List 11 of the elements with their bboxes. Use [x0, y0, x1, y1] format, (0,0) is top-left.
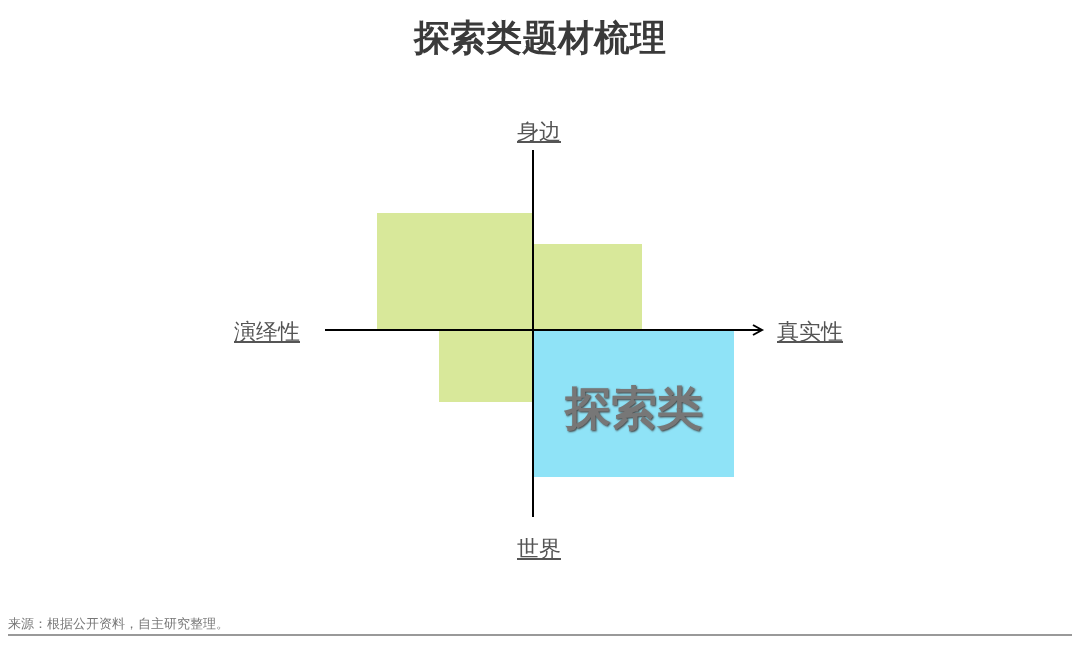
highlight-block	[533, 330, 734, 477]
source-note: 来源：根据公开资料，自主研究整理。	[8, 615, 229, 633]
category-label: 探索类	[564, 379, 703, 437]
title: 探索类题材梳理	[412, 16, 667, 60]
quadrant-block	[533, 244, 642, 330]
axis-label: 世界	[517, 535, 561, 563]
axis-label: 身边	[517, 118, 561, 146]
quadrant-block	[377, 213, 533, 330]
axis-label: 演绎性	[234, 318, 300, 346]
quadrant-block	[439, 330, 533, 402]
axis-label: 真实性	[777, 318, 843, 346]
